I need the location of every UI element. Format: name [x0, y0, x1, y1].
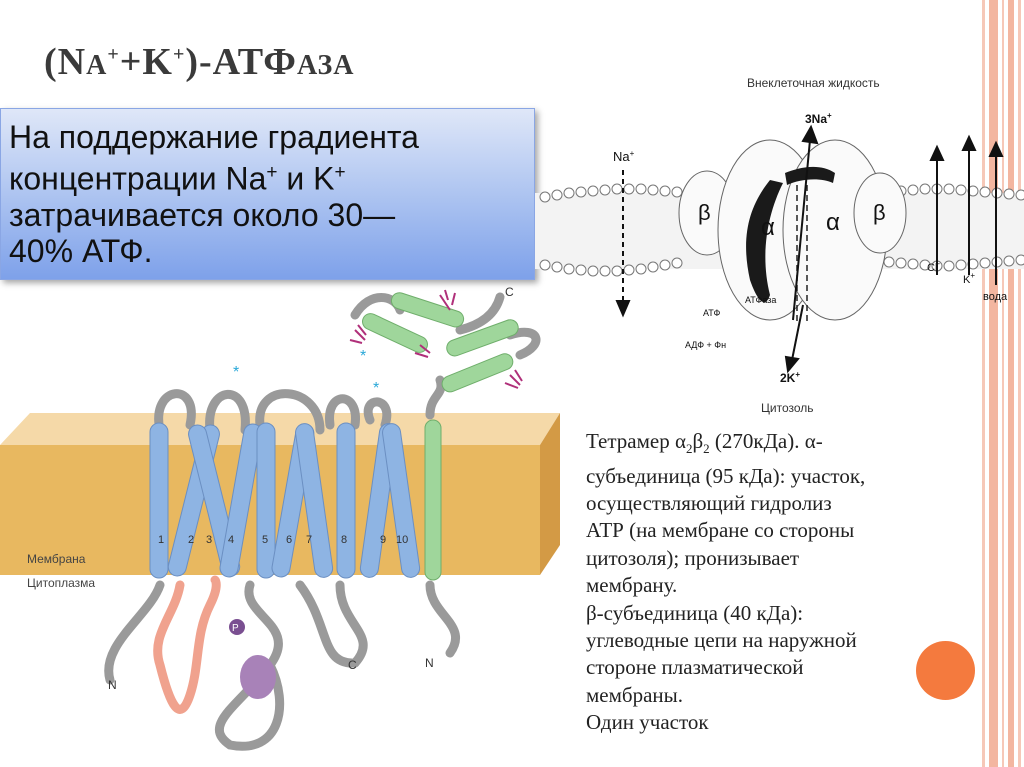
helix-number-6: 6: [286, 534, 292, 546]
desc-line-9: стороне плазматической: [586, 655, 804, 680]
atp-label: АТФ: [703, 308, 720, 318]
alpha-left-label: α: [761, 214, 775, 241]
p-site-label: P: [232, 623, 239, 634]
helix-number-3: 3: [206, 534, 212, 546]
na-left-label: Na+: [613, 149, 635, 164]
k-right-arrow-icon: [961, 134, 977, 151]
helix-4: [219, 423, 263, 578]
star-2: *: [360, 348, 366, 365]
helix-1: [149, 422, 169, 579]
cytoplasm-label: Цитоплазма: [27, 576, 95, 590]
star-3: *: [373, 380, 379, 397]
k-right-label: K+: [963, 271, 975, 286]
cl-arrow-icon: [929, 144, 945, 161]
beta-right-subunit: [853, 172, 907, 254]
pump-diagram: Внеклеточная жидкость 3Na+ Na+ β α: [535, 76, 1024, 415]
cl-label: Cl-: [927, 259, 940, 274]
k-in-label: 2K+: [780, 370, 800, 385]
k-in-arrow-icon: [784, 355, 800, 374]
adp-label: АДФ + Фн: [685, 340, 726, 350]
helix-8: [336, 422, 356, 579]
na-in-arrow-icon: [615, 300, 631, 318]
desc-line-1: Тетрамер α2β2 (270кДа). α-: [586, 429, 823, 457]
water-label: вода: [983, 291, 1008, 303]
accent-circle: [916, 641, 975, 700]
membrane-label: Мембрана: [27, 552, 86, 566]
helix-number-5: 5: [262, 534, 268, 546]
desc-line-6: мембрану.: [586, 573, 678, 598]
desc-line-11: Один участок: [586, 710, 709, 735]
beta-left-label: β: [698, 200, 711, 225]
helix-number-10: 10: [396, 534, 408, 546]
extracellular-label: Внеклеточная жидкость: [747, 76, 880, 90]
helix-10: [382, 423, 421, 578]
helix-number-4: 4: [228, 534, 234, 546]
beta-helix-b: [362, 313, 428, 353]
water-arrow-icon: [988, 140, 1004, 157]
star-1: *: [233, 364, 239, 381]
helix-number-8: 8: [341, 534, 347, 546]
c-terminal-bottom: C: [348, 658, 357, 672]
helix-number-7: 7: [306, 534, 312, 546]
p-site-icon: [229, 619, 245, 635]
beta-right-label: β: [873, 200, 886, 225]
cytosol-label: Цитозоль: [761, 401, 814, 415]
alpha-right-label: α: [826, 209, 840, 236]
helix-number-1: 1: [158, 534, 164, 546]
helix-5: [256, 422, 276, 579]
helix-number-9: 9: [380, 534, 386, 546]
desc-line-7: β-субъединица (40 кДа):: [586, 600, 804, 625]
na-out-label: 3Na+: [805, 111, 832, 126]
slide-title: (NA++K+)-АТФАЗА: [44, 41, 355, 83]
desc-line-8: углеводные цепи на наружной: [586, 628, 857, 653]
topology-diagram: Мембрана Цитоплазма: [0, 285, 560, 751]
helix-7: [295, 423, 334, 578]
desc-line-3: осуществляющий гидролиз: [586, 491, 832, 515]
desc-line-5: цитозоля); пронизывает: [586, 545, 800, 570]
helix-number-2: 2: [188, 534, 194, 546]
desc-line-4: АТР (на мембране со стороны: [586, 518, 855, 543]
desc-line-2: субъединица (95 кДа): участок,: [586, 463, 866, 488]
beta-helix-a: [390, 292, 465, 328]
phospho-domain: [240, 655, 276, 699]
beta-helix-d: [441, 353, 514, 393]
desc-line-10: мембраны.: [586, 682, 684, 707]
glycan-chains: [349, 289, 523, 389]
na-out-arrow-icon: [801, 124, 819, 145]
beta-tm-helix: [424, 419, 442, 581]
beta-helix-c: [446, 319, 519, 357]
atpase-channel-wall: [746, 180, 783, 303]
atpase-label: АТФаза: [745, 295, 776, 305]
decorative-stripes: [982, 0, 1024, 767]
n-terminal-left: N: [108, 678, 117, 692]
description-text: Тетрамер α2β2 (270кДа). α- субъединица (…: [586, 428, 986, 737]
n-terminal-right: N: [425, 656, 434, 670]
c-terminal-top: C: [505, 285, 514, 299]
